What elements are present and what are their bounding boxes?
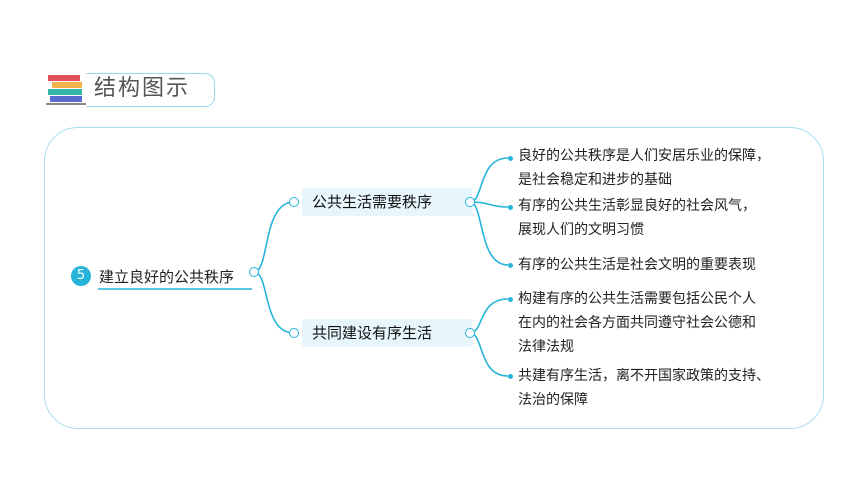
b1-to-leaf-3 bbox=[469, 201, 509, 266]
diagram-frame bbox=[44, 127, 824, 429]
b2-to-leaf-2 bbox=[469, 332, 509, 377]
books-icon bbox=[46, 75, 86, 105]
leaf-line: 在内的社会各方面共同遵守社会公德和 bbox=[518, 315, 756, 331]
leaf-line: 展现人们的文明习惯 bbox=[518, 222, 644, 238]
b1-to-leaf-1 bbox=[469, 157, 509, 203]
leaf-1-1: 良好的公共秩序是人们安居乐业的保障， 是社会稳定和进步的基础 bbox=[518, 144, 770, 192]
leaf-bullet bbox=[508, 297, 513, 302]
leaf-line: 共建有序生活，离不开国家政策的支持、 bbox=[518, 368, 770, 384]
branch-1: 公共生活需要秩序 bbox=[302, 188, 472, 216]
root-to-branch-1 bbox=[253, 201, 295, 273]
leaf-line: 有序的公共生活彰显良好的社会风气， bbox=[518, 198, 756, 214]
leaf-bullet bbox=[508, 205, 513, 210]
leaf-line: 有序的公共生活是社会文明的重要表现 bbox=[518, 257, 756, 273]
branch-2: 共同建设有序生活 bbox=[302, 319, 472, 347]
leaf-1-2: 有序的公共生活彰显良好的社会风气， 展现人们的文明习惯 bbox=[518, 194, 756, 242]
leaf-2-1: 构建有序的公共生活需要包括公民个人 在内的社会各方面共同遵守社会公德和 法律法规 bbox=[518, 287, 756, 359]
branch-1-left-dot bbox=[289, 197, 299, 207]
header-tab bbox=[86, 73, 215, 107]
root-to-branch-2 bbox=[253, 271, 295, 334]
leaf-1-3: 有序的公共生活是社会文明的重要表现 bbox=[518, 253, 756, 277]
section-title: 结构图示 bbox=[94, 76, 191, 101]
leaf-line: 良好的公共秩序是人们安居乐业的保障， bbox=[518, 148, 770, 164]
branch-2-right-dot bbox=[465, 328, 475, 338]
root-label: 建立良好的公共秩序 bbox=[99, 268, 235, 286]
leaf-bullet bbox=[508, 156, 513, 161]
root-number-badge: 5 bbox=[71, 266, 91, 286]
leaf-2-2: 共建有序生活，离不开国家政策的支持、 法治的保障 bbox=[518, 364, 770, 412]
branch-1-right-dot bbox=[465, 197, 475, 207]
leaf-line: 法治的保障 bbox=[518, 392, 588, 408]
b2-to-leaf-1 bbox=[469, 298, 509, 334]
root-connector-dot bbox=[249, 267, 259, 277]
leaf-bullet bbox=[508, 374, 513, 379]
leaf-bullet bbox=[508, 263, 513, 268]
leaf-line: 法律法规 bbox=[518, 339, 574, 355]
leaf-line: 是社会稳定和进步的基础 bbox=[518, 172, 672, 188]
leaf-line: 构建有序的公共生活需要包括公民个人 bbox=[518, 291, 756, 307]
branch-2-left-dot bbox=[289, 328, 299, 338]
